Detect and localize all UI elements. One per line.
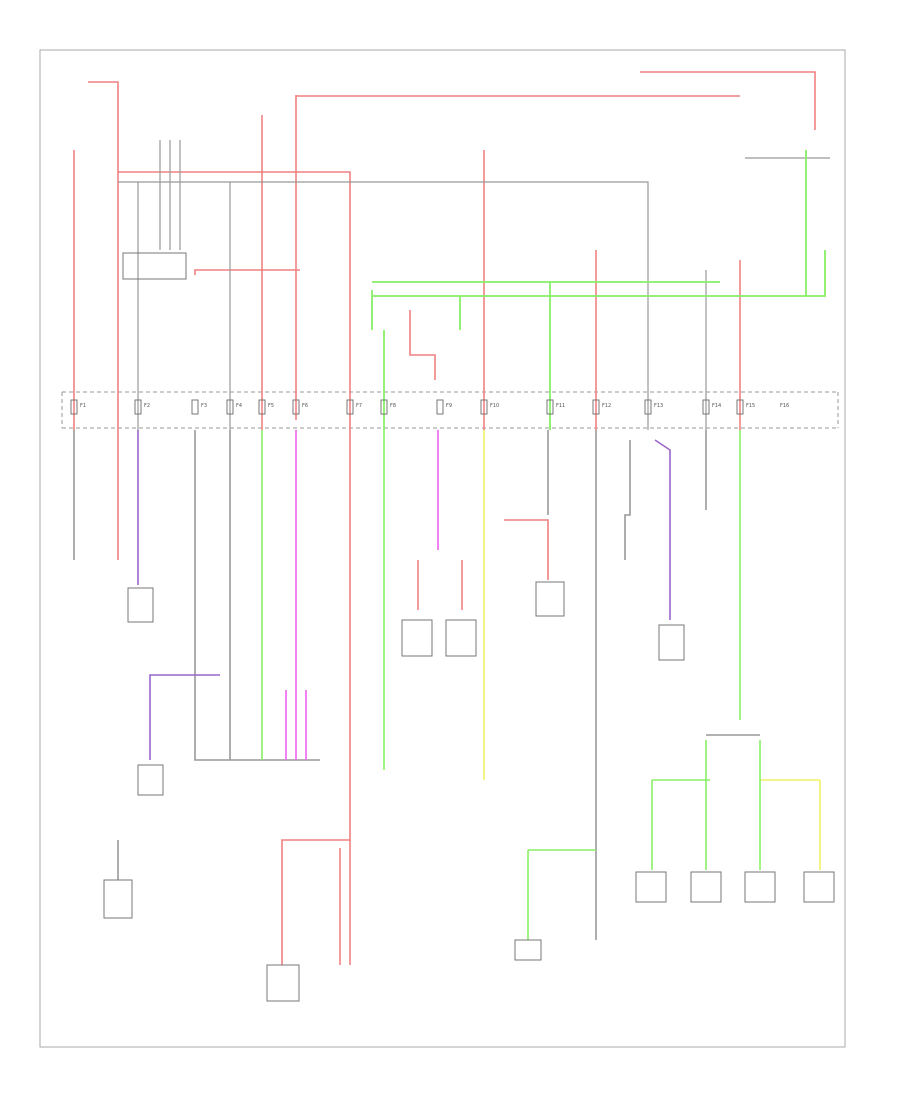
fuse-label: F16 <box>780 403 789 409</box>
fuse <box>292 399 300 415</box>
red-feed-wires <box>73 71 816 560</box>
fuse-labels: F1 F2 F3 F4 F5 F6 F7 F8 F9 F10 F11 F12 F… <box>80 403 789 409</box>
component-box <box>658 624 685 661</box>
component-box <box>803 871 835 903</box>
diagram-frame <box>39 49 846 1048</box>
component-box <box>635 871 667 903</box>
components <box>103 252 835 1002</box>
component-box <box>535 581 565 617</box>
fuse <box>644 399 652 415</box>
component-box <box>266 964 300 1002</box>
fuse <box>258 399 266 415</box>
component-box <box>514 939 542 961</box>
fuse-row <box>70 399 744 415</box>
component-box <box>122 252 187 280</box>
fuse <box>592 399 600 415</box>
fuse <box>226 399 234 415</box>
component-box <box>127 587 154 623</box>
fuse-label: F11 <box>556 403 565 409</box>
component-box <box>445 619 477 657</box>
fuse-label: F6 <box>302 403 308 409</box>
fuse-label: F4 <box>236 403 242 409</box>
component-box <box>401 619 433 657</box>
fuse <box>702 399 710 415</box>
fuse <box>480 399 488 415</box>
fuse-label: F2 <box>144 403 150 409</box>
fuse <box>380 399 388 415</box>
fuse-label: F3 <box>201 403 207 409</box>
gray-wires <box>118 140 830 430</box>
fuse-box <box>61 391 839 429</box>
fuse-label: F8 <box>390 403 396 409</box>
green-bus-wires <box>371 150 826 430</box>
fuse-label: F15 <box>746 403 755 409</box>
fuse-label: F5 <box>268 403 274 409</box>
fuse <box>736 399 744 415</box>
fuse <box>436 399 444 415</box>
fuse <box>546 399 554 415</box>
fuse <box>134 399 142 415</box>
fuse-label: F9 <box>446 403 452 409</box>
fuse-label: F1 <box>80 403 86 409</box>
fuse <box>346 399 354 415</box>
fuse-label: F7 <box>356 403 362 409</box>
fuse-label: F13 <box>654 403 663 409</box>
fuse <box>191 399 199 415</box>
component-box <box>137 764 164 796</box>
fuse-label: F14 <box>712 403 721 409</box>
component-box <box>103 879 133 919</box>
fuse-label: F10 <box>490 403 499 409</box>
fuse-label: F12 <box>602 403 611 409</box>
component-box <box>744 871 776 903</box>
lower-wires <box>73 430 821 965</box>
component-box <box>690 871 722 903</box>
fuse <box>70 399 78 415</box>
